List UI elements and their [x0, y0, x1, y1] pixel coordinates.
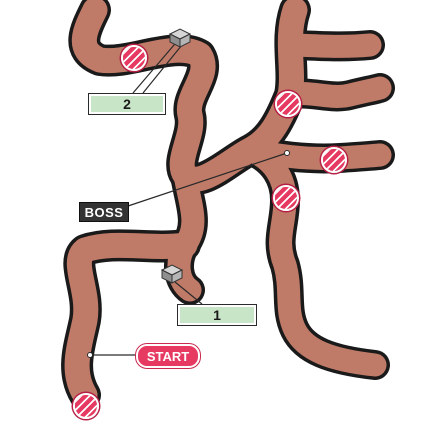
tunnel-floor: [64, 0, 392, 408]
door-icon[interactable]: [73, 393, 99, 419]
chest-icon[interactable]: [167, 27, 193, 49]
start-location-dot: [87, 352, 93, 358]
boss-leader: [127, 152, 288, 207]
door-icon[interactable]: [121, 45, 147, 71]
start-label: START: [136, 344, 200, 368]
chest-1-leader: [174, 281, 203, 305]
chest-icon[interactable]: [159, 263, 185, 285]
door-icon[interactable]: [275, 91, 301, 117]
chest-2-leader: [132, 37, 181, 94]
chest-1-label: 1: [177, 304, 257, 326]
chest-2-label: 2: [88, 93, 166, 115]
door-icon[interactable]: [321, 147, 347, 173]
boss-label: BOSS: [79, 202, 129, 222]
chest-2-leader-b: [142, 39, 187, 94]
door-icon[interactable]: [273, 185, 299, 211]
boss-location-dot: [284, 150, 290, 156]
